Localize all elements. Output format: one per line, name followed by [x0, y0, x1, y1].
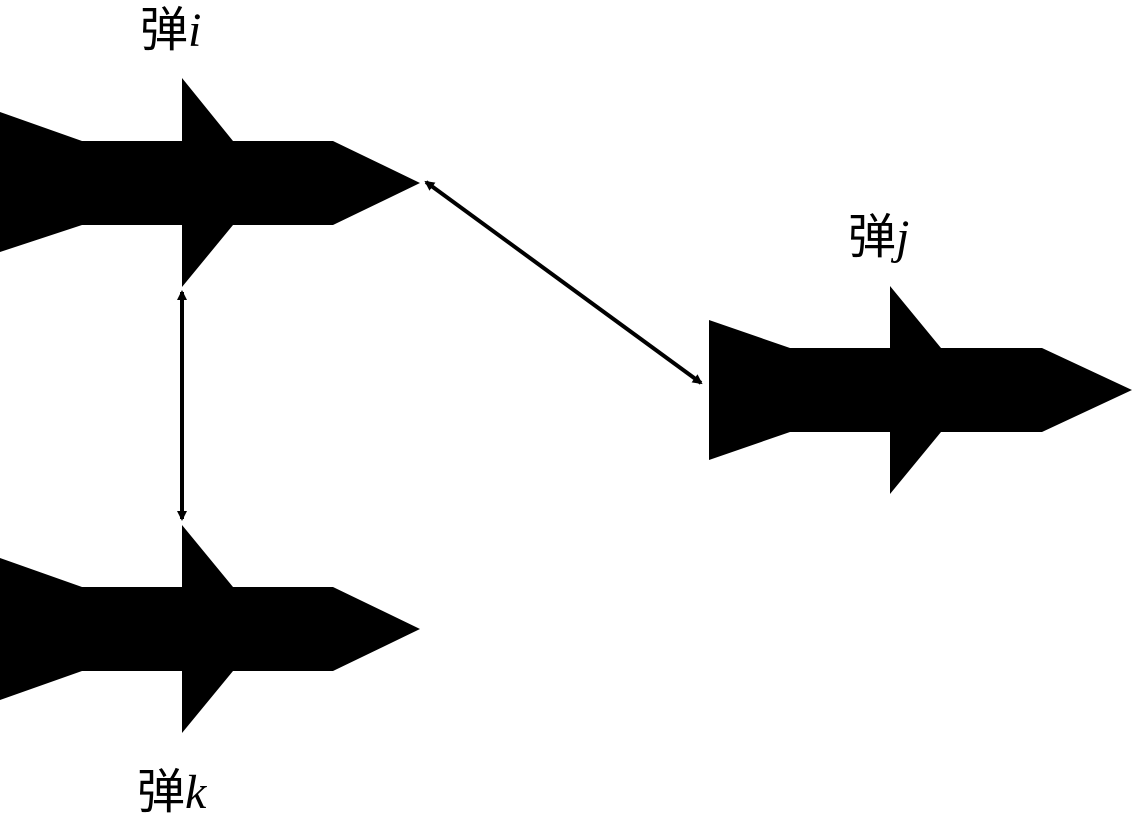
- link-i-j-arrow: [424, 180, 703, 385]
- missile-k-shape: [0, 525, 420, 733]
- missile-k-label-prefix: 弹: [137, 764, 186, 820]
- missile-k-label: 弹k: [137, 768, 206, 817]
- missile-k-label-var: k: [185, 766, 207, 819]
- missile-j-label-var: j: [896, 211, 910, 264]
- missile-i-label: 弹i: [140, 6, 201, 55]
- missile-i-shape: [0, 78, 420, 287]
- missile-j-label: 弹j: [848, 213, 909, 262]
- missile-j-label-prefix: 弹: [848, 209, 897, 265]
- missile-i-label-prefix: 弹: [140, 2, 189, 58]
- missile-j-shape: [709, 286, 1132, 494]
- missile-i-label-var: i: [188, 4, 202, 57]
